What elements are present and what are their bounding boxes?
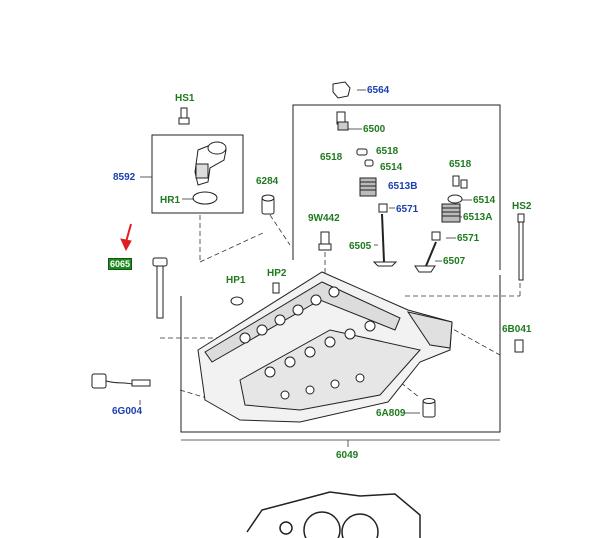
thermostat-group-frame bbox=[151, 134, 244, 214]
label-hp2[interactable]: HP2 bbox=[267, 268, 287, 279]
label-6571-a[interactable]: 6571 bbox=[396, 204, 419, 215]
label-6518-c[interactable]: 6518 bbox=[449, 159, 472, 170]
label-6514-a[interactable]: 6514 bbox=[380, 162, 403, 173]
label-hr1[interactable]: HR1 bbox=[160, 195, 181, 206]
valve-assembly-left bbox=[356, 148, 398, 267]
label-6049[interactable]: 6049 bbox=[336, 450, 359, 461]
label-6500[interactable]: 6500 bbox=[363, 124, 386, 135]
label-6507[interactable]: 6507 bbox=[443, 256, 466, 267]
head-gasket-part bbox=[246, 491, 421, 538]
label-9w442[interactable]: 9W442 bbox=[308, 213, 340, 224]
sensor-6564-part bbox=[332, 81, 351, 131]
head-bolt-6065-part bbox=[152, 257, 168, 319]
hs1-stud-part bbox=[178, 107, 190, 125]
plug-hp1-part bbox=[230, 296, 244, 306]
plug-6284-part bbox=[261, 194, 275, 215]
label-6505[interactable]: 6505 bbox=[349, 241, 372, 252]
label-6571-b[interactable]: 6571 bbox=[457, 233, 480, 244]
label-6g004[interactable]: 6G004 bbox=[112, 406, 143, 417]
label-lines bbox=[139, 89, 500, 447]
sensor-6g004-part bbox=[91, 373, 151, 389]
label-6564[interactable]: 6564 bbox=[367, 85, 390, 96]
label-6514-b[interactable]: 6514 bbox=[473, 195, 496, 206]
thermostat-housing-part bbox=[192, 141, 227, 205]
label-hs1[interactable]: HS1 bbox=[175, 93, 195, 104]
dowel-6a809-part bbox=[422, 398, 436, 418]
label-6a809[interactable]: 6A809 bbox=[376, 408, 406, 419]
plug-6b041-part bbox=[514, 339, 524, 353]
label-6b041[interactable]: 6B041 bbox=[502, 324, 532, 335]
label-6284[interactable]: 6284 bbox=[256, 176, 279, 187]
plug-hp2-part bbox=[272, 282, 280, 294]
cylinder-head-part bbox=[197, 271, 453, 423]
label-8592[interactable]: 8592 bbox=[113, 172, 136, 183]
label-6513b[interactable]: 6513B bbox=[388, 181, 418, 192]
valve-train-group-frame bbox=[180, 104, 501, 433]
label-6518-b[interactable]: 6518 bbox=[376, 146, 399, 157]
pointer-arrow bbox=[120, 223, 132, 252]
hs2-bolt-part bbox=[517, 213, 525, 281]
label-hs2[interactable]: HS2 bbox=[512, 201, 532, 212]
label-hp1[interactable]: HP1 bbox=[226, 275, 246, 286]
valve-assembly-right bbox=[414, 175, 468, 273]
label-6518-a[interactable]: 6518 bbox=[320, 152, 343, 163]
sensor-9w442-part bbox=[318, 231, 332, 251]
label-6065-highlighted[interactable]: 6065 bbox=[108, 258, 133, 270]
label-6513a[interactable]: 6513A bbox=[463, 212, 493, 223]
